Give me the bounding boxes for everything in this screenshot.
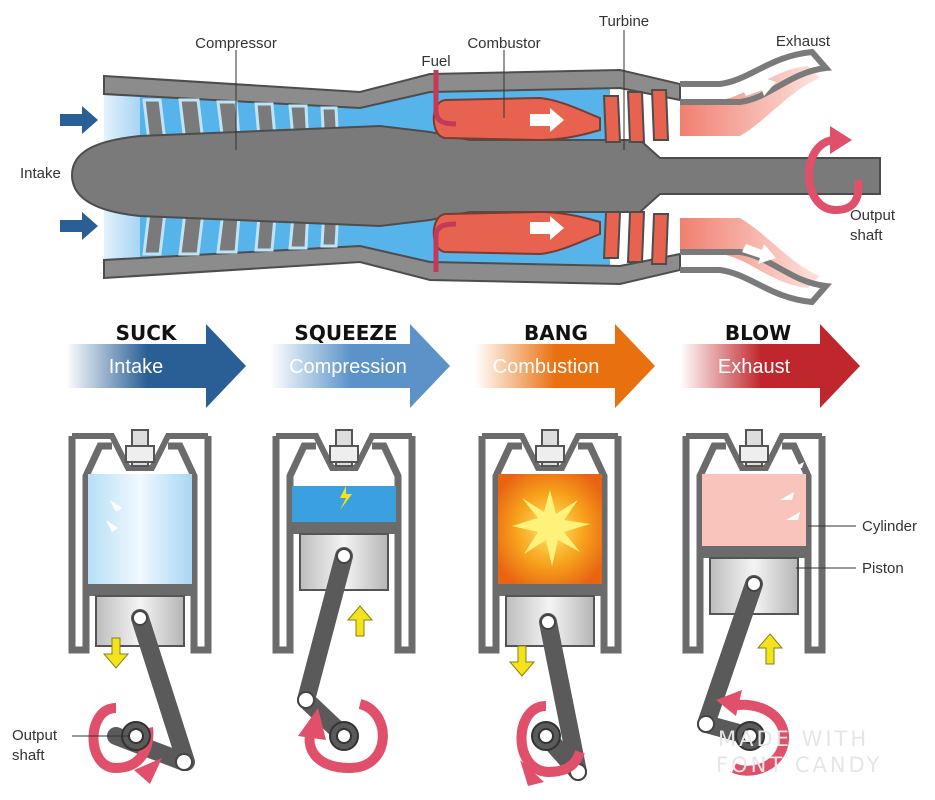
suck-title: SUCK [116,321,178,345]
fuel-line-bottom [433,221,457,272]
squeeze-title: SQUEEZE [294,321,397,345]
stroke-bang: BANG Combustion [475,321,655,408]
piston-label: Piston [862,560,904,577]
central-spool [70,124,881,228]
output-shaft-label-line2: shaft [850,227,883,244]
spark-icon [340,486,352,510]
cylinder-label: Cylinder [862,518,917,535]
watermark-line2: FONT CANDY [716,753,882,777]
fuel-label: Fuel [421,53,450,70]
stroke-blow: BLOW Exhaust [680,321,860,408]
crank-output-shaft-label: Output [12,727,58,744]
piston-cylinder-compression [272,429,416,774]
flow-arrows [530,76,776,264]
crank-rotation-icon [298,699,388,774]
combustor-top [432,96,601,142]
squeeze-arrow [270,324,450,408]
stroke-squeeze: SQUEEZE Compression [270,321,450,408]
intake-arrow-icon [60,106,98,240]
intake-label: Intake [20,165,61,182]
up-arrow-icon [756,633,784,665]
crank-rotation-icon [516,701,585,786]
bang-title: BANG [524,321,588,345]
exhaust-label: Exhaust [776,33,831,50]
stroke-arrows: SUCK Intake SQUEEZE Compression BANG Com… [66,321,860,408]
suck-subtitle: Intake [109,356,163,378]
up-arrow-icon [346,605,374,637]
stroke-suck: SUCK Intake [66,321,246,408]
combustor-label: Combustor [467,35,540,52]
output-shaft-label: Output [850,207,896,224]
watermark-line1: MADE WITH [718,727,869,751]
turbine-engine: Compressor Combustor Turbine Fuel Exhaus… [20,13,896,306]
down-arrow-icon [508,645,536,677]
leader-lines [235,30,625,150]
turbine-label: Turbine [599,13,649,30]
blow-arrow [680,324,860,408]
blow-subtitle: Exhaust [718,356,791,378]
explosion-icon [512,490,590,566]
bang-arrow [475,324,655,408]
compressor-label: Compressor [195,35,277,52]
piston-leader-lines [72,525,856,737]
exhaust-duct-top [680,48,833,105]
down-arrow-icon [102,637,130,669]
crank-rotation-icon [716,690,790,776]
fuel-line-top [433,70,457,127]
squeeze-subtitle: Compression [289,356,407,378]
crank-output-shaft-label-line2: shaft [12,747,45,764]
rotation-arrow-icon [805,126,863,215]
piston-cylinder-combustion [478,429,622,786]
turbine-blades [602,89,670,265]
bang-subtitle: Combustion [493,356,600,378]
blow-title: BLOW [725,321,791,345]
piston-cylinder-intake [68,429,212,784]
piston-cylinder-exhaust [682,429,826,776]
suck-arrow [66,324,246,408]
